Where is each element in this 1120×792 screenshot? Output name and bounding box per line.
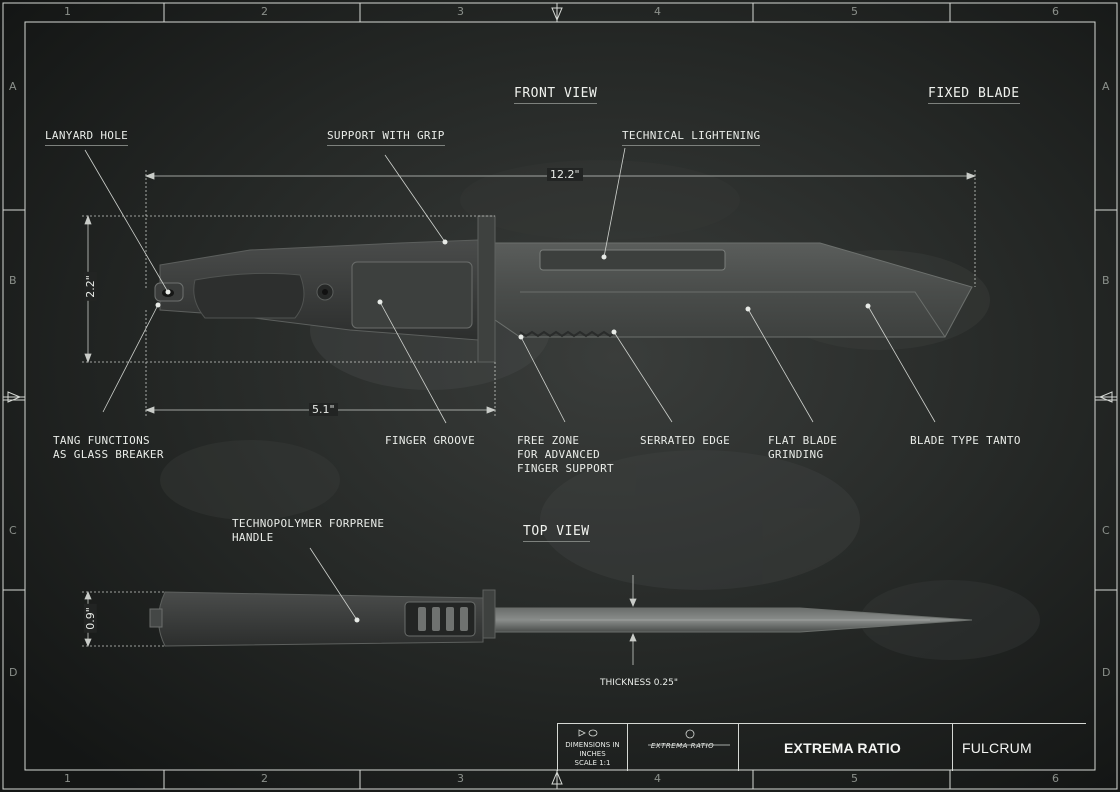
callout-flat-line1: FLAT BLADE: [768, 434, 838, 447]
grid-col-5-top: 5: [851, 5, 858, 18]
title-block-dim-line2: INCHES: [579, 750, 606, 758]
grid-col-6-top: 6: [1052, 5, 1059, 18]
grid-row-a-right: A: [1102, 80, 1110, 93]
top-handle: [158, 591, 484, 647]
callout-handle-line2: HANDLE: [232, 531, 274, 544]
grid-col-1-top: 1: [64, 5, 71, 18]
callout-tang-line2: AS GLASS BREAKER: [53, 448, 164, 461]
grid-col-3-bottom: 3: [457, 772, 464, 785]
fixed-blade-title: FIXED BLADE: [928, 86, 1020, 104]
callout-technical-lightening: TECHNICAL LIGHTENING: [622, 129, 761, 146]
grind-line: [520, 291, 946, 338]
lightening-slot: [539, 249, 726, 271]
callout-free-zone-line3: FINGER SUPPORT: [517, 462, 614, 475]
front-view-knife: [154, 215, 973, 363]
top-view-knife: [149, 589, 973, 647]
title-block-dim-line1: DIMENSIONS IN: [565, 741, 620, 749]
top-guard: [482, 589, 496, 639]
top-dimension-lines: [82, 575, 637, 665]
top-view-title: TOP VIEW: [523, 524, 590, 542]
title-block-dimensions-cell: DIMENSIONS IN INCHES SCALE 1:1: [558, 724, 628, 771]
callout-finger-groove: FINGER GROOVE: [385, 434, 475, 447]
grid-row-b-right: B: [1102, 274, 1110, 287]
callout-free-zone-line1: FREE ZONE: [517, 434, 580, 447]
finger-groove-panel: [351, 261, 473, 329]
brand-name: EXTREMA RATIO: [784, 740, 901, 756]
callout-handle-line1: TECHNOPOLYMER FORPRENE: [232, 517, 385, 530]
grid-row-b-left: B: [9, 274, 17, 287]
grid-row-d-left: D: [9, 666, 18, 679]
grid-col-2-top: 2: [261, 5, 268, 18]
grid-row-c-left: C: [9, 524, 17, 537]
grid-row-c-right: C: [1102, 524, 1110, 537]
callout-blade-type: BLADE TYPE TANTO: [910, 434, 1021, 447]
title-block-icons: [578, 729, 730, 746]
title-block-logo-text: EXTREMA RATIO: [650, 742, 715, 750]
dim-height: 2.2": [83, 272, 97, 301]
callout-free-zone-line2: FOR ADVANCED: [517, 448, 601, 461]
grid-col-1-bottom: 1: [64, 772, 71, 785]
callout-support-with-grip: SUPPORT WITH GRIP: [327, 129, 445, 146]
dim-top-width: 0.9": [83, 604, 97, 633]
grid-col-4-bottom: 4: [654, 772, 661, 785]
front-view-title: FRONT VIEW: [514, 86, 598, 104]
callout-tang-line1: TANG FUNCTIONS: [53, 434, 150, 447]
title-block-model-cell: FULCRUM: [952, 724, 1085, 771]
grid-col-4-top: 4: [654, 5, 661, 18]
grid-col-3-top: 3: [457, 5, 464, 18]
title-block-brand-cell: EXTREMA RATIO: [738, 724, 953, 771]
dim-overall-length: 12.2": [547, 168, 583, 181]
callout-flat-line2: GRINDING: [768, 448, 824, 461]
callout-serrated-edge: SERRATED EDGE: [640, 434, 730, 447]
dim-thickness: THICKNESS 0.25": [600, 678, 678, 688]
grid-col-2-bottom: 2: [261, 772, 268, 785]
grip-insert: [193, 272, 305, 319]
front-callout-dots: [155, 239, 871, 340]
callout-lanyard-hole: LANYARD HOLE: [45, 129, 129, 146]
front-callout-leaders: [84, 147, 936, 424]
title-block-logo-cell: EXTREMA RATIO: [627, 724, 739, 771]
grid-row-d-right: D: [1102, 666, 1111, 679]
grid-col-5-bottom: 5: [851, 772, 858, 785]
grid-row-a-left: A: [9, 80, 17, 93]
model-name: FULCRUM: [962, 740, 1032, 756]
dim-handle-length: 5.1": [309, 403, 338, 416]
top-callout-leader: [309, 547, 358, 621]
title-block: DIMENSIONS IN INCHES SCALE 1:1 EXTREMA R…: [557, 723, 1086, 771]
front-guard: [477, 215, 496, 363]
serrations: [519, 330, 617, 338]
grid-col-6-bottom: 6: [1052, 772, 1059, 785]
title-block-scale: SCALE 1:1: [574, 759, 611, 767]
